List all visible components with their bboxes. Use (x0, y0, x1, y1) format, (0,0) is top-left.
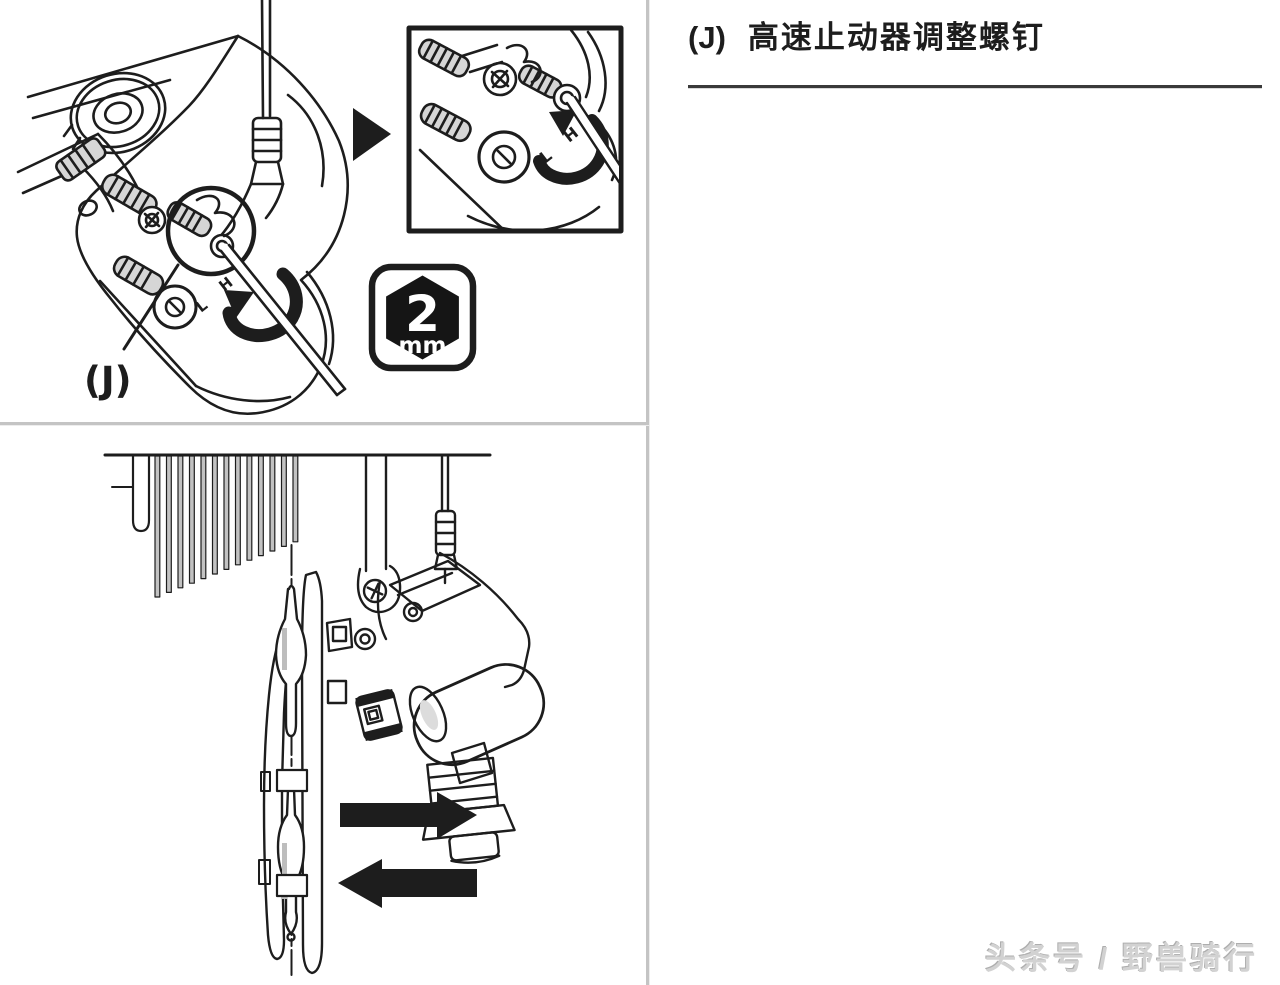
figure-stopper-screw-adjustment: L H (J) (16, 0, 624, 416)
magnifier-circle (165, 185, 257, 277)
inset-detail-box: L H (406, 25, 624, 234)
allen-key-2mm-badge: 2 mm (368, 263, 477, 372)
caption-heading: (J) 高速止动器调整螺钉 (688, 18, 1263, 58)
callout-leader-line (122, 263, 180, 351)
shift-cable (217, 0, 285, 240)
hex-key-icon (219, 243, 347, 397)
chain-guide-cage (258, 570, 324, 975)
move-right-arrow-icon (340, 792, 477, 839)
shifter-body-outline (75, 34, 349, 416)
callout-label-j: (J) (84, 359, 132, 402)
vertical-divider (646, 0, 650, 985)
horizontal-divider (0, 422, 649, 426)
barrel-adjuster (55, 71, 167, 182)
adjustment-screws (101, 173, 236, 330)
hex-bit-icon (386, 275, 459, 360)
derailleur-body (325, 551, 546, 864)
chainring-teeth (103, 453, 492, 598)
caption-rule (688, 85, 1262, 89)
move-left-arrow-icon (338, 859, 477, 908)
rotate-ccw-arrow-icon (222, 267, 303, 342)
cable-adjuster-stack (421, 756, 516, 864)
next-step-triangle-icon (353, 108, 391, 161)
watermark: 头条号 / 野兽骑行 (985, 941, 1258, 976)
tool-size-unit: mm (399, 333, 447, 359)
caption-text-label: 高速止动器调整螺钉 (747, 20, 1045, 55)
caption-key-label: (J) (688, 20, 726, 55)
clamp-bracket (356, 453, 402, 614)
figure-derailleur-movement (103, 453, 546, 976)
tool-size-value: 2 (405, 285, 440, 343)
inset-hex-key-icon (565, 95, 619, 185)
